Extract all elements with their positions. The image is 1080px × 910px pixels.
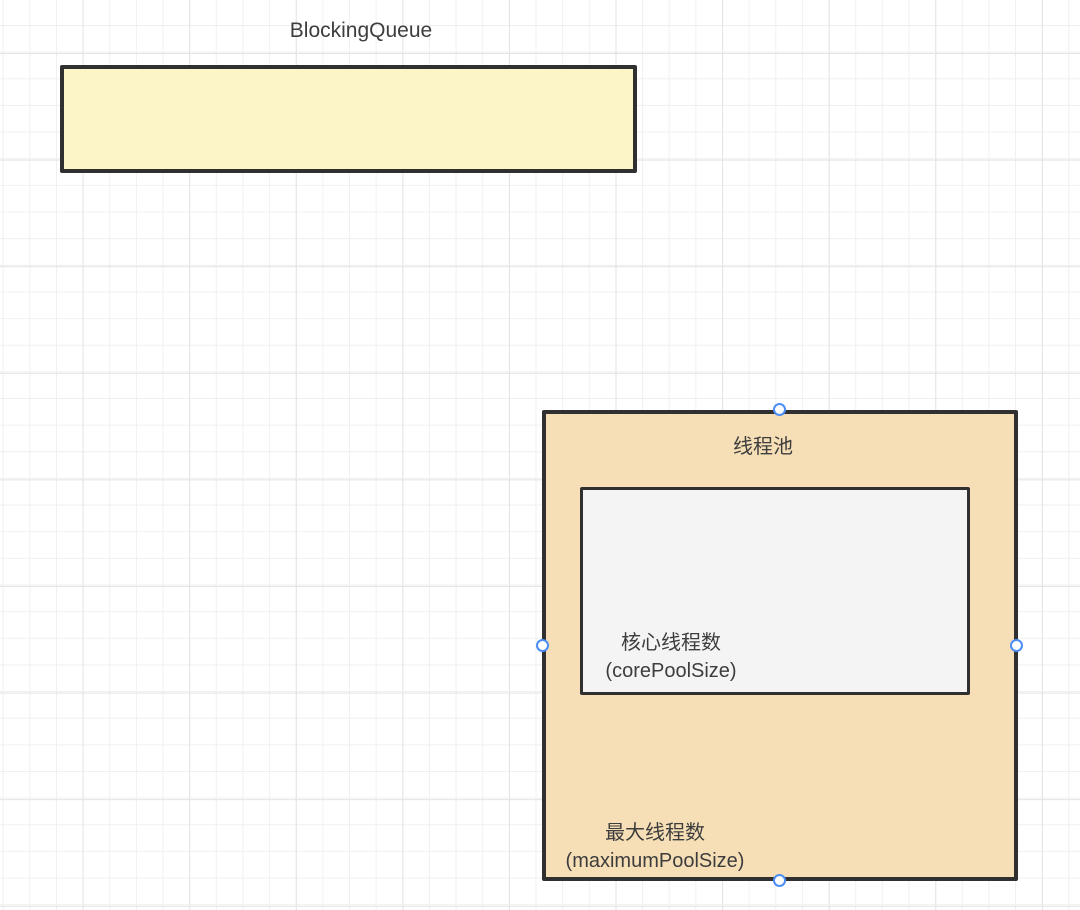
thread-pool-rect[interactable]: 线程池 核心线程数 (corePoolSize) 最大线程数 (maximumP… bbox=[542, 410, 1018, 881]
core-pool-label-line2: (corePoolSize) bbox=[605, 660, 737, 682]
resize-handle-left[interactable] bbox=[536, 638, 549, 652]
resize-handle-right[interactable] bbox=[1010, 638, 1023, 652]
max-pool-label-line2: (maximumPoolSize) bbox=[565, 850, 745, 872]
blocking-queue-rect[interactable] bbox=[60, 65, 637, 173]
blocking-queue-label: BlockingQueue bbox=[289, 19, 433, 42]
resize-handle-top[interactable] bbox=[772, 403, 786, 416]
max-pool-label-line1: 最大线程数 bbox=[605, 822, 705, 844]
thread-pool-label: 线程池 bbox=[733, 436, 793, 458]
core-pool-rect[interactable]: 核心线程数 (corePoolSize) bbox=[580, 487, 970, 695]
core-pool-label-line1: 核心线程数 bbox=[620, 632, 721, 654]
max-pool-label: 最大线程数 (maximumPoolSize) bbox=[566, 819, 745, 875]
core-pool-label: 核心线程数 (corePoolSize) bbox=[605, 629, 736, 685]
resize-handle-bottom[interactable] bbox=[772, 874, 786, 887]
